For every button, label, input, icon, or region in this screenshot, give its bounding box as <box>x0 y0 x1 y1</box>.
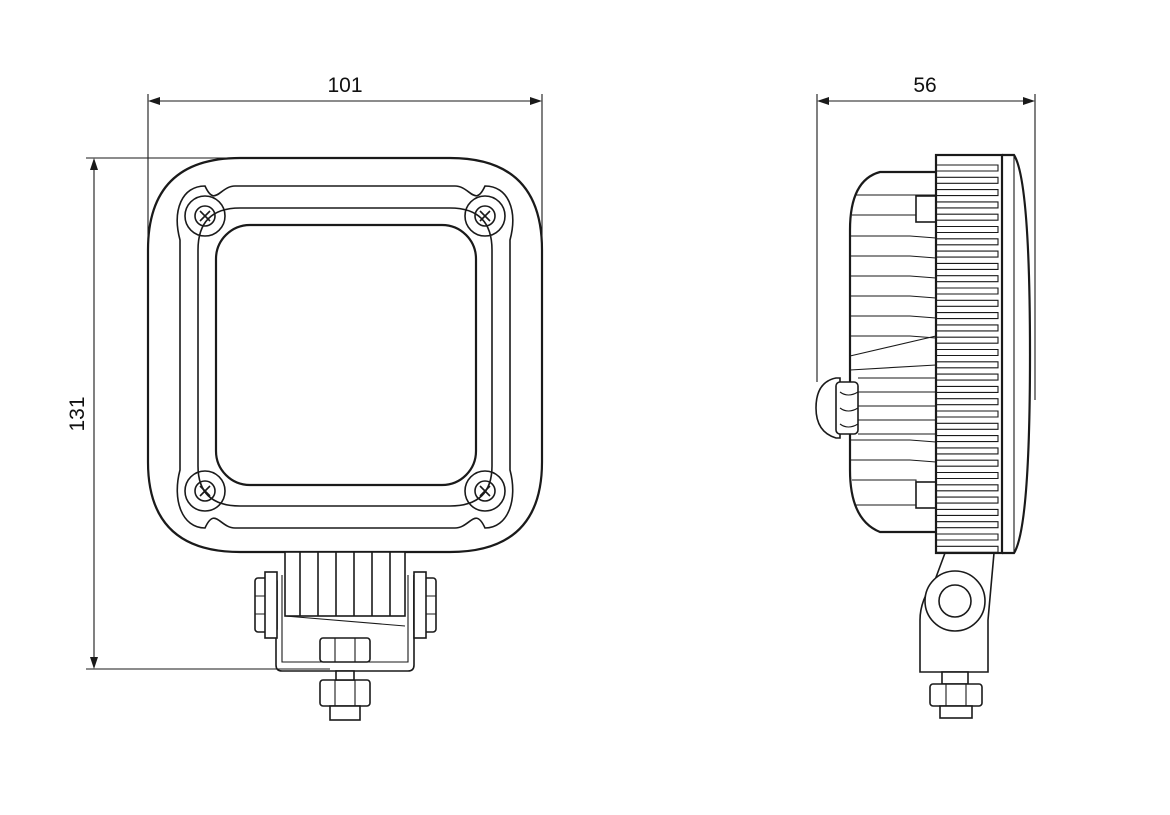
frame-bezel-inner <box>197 207 493 507</box>
mounting-bracket <box>254 551 437 721</box>
heatsink-fin <box>936 324 999 332</box>
heatsink-fin <box>936 533 999 541</box>
heatsink-fin <box>936 262 999 270</box>
depth-dimension-label: 56 <box>913 74 936 97</box>
width-dimension: 101 <box>147 74 543 265</box>
housing-outline <box>146 156 544 554</box>
heatsink-fin <box>936 521 999 529</box>
heatsink-fin <box>936 336 999 344</box>
heatsink-block <box>934 153 1004 555</box>
heatsink-fin <box>936 459 999 467</box>
heatsink-fin <box>936 422 999 430</box>
heatsink-fin <box>936 312 999 320</box>
heatsink-fin <box>936 385 999 393</box>
heatsink-fin <box>936 484 999 492</box>
heatsink-fin <box>936 213 999 221</box>
heatsink-fin <box>936 275 999 283</box>
heatsink-fin <box>936 225 999 234</box>
heatsink-fin <box>936 299 999 307</box>
frame-bezel-outer <box>176 185 514 529</box>
heatsink-fin <box>936 447 999 455</box>
heatsink-fin <box>936 398 999 406</box>
heatsink-fin <box>936 496 999 504</box>
heatsink-fin <box>936 176 999 184</box>
side-view: 56 <box>815 74 1036 719</box>
heatsink-fins <box>936 164 999 553</box>
side-mount-bracket <box>919 552 995 719</box>
heatsink-fin <box>936 545 999 553</box>
screw-top-right <box>464 195 506 237</box>
front-view: 101 131 <box>66 74 544 721</box>
heatsink-fin <box>936 435 999 443</box>
lens-rim <box>1002 153 1032 555</box>
screw-bottom-left <box>184 470 226 512</box>
heatsink-fin <box>936 373 999 381</box>
width-dimension-label: 101 <box>327 74 362 97</box>
heatsink-fin <box>936 238 999 246</box>
heatsink-fin <box>936 361 999 369</box>
rear-fins <box>849 194 937 509</box>
heatsink-fin <box>936 348 999 357</box>
heatsink-fin <box>936 508 999 516</box>
heatsink-fin <box>936 250 999 258</box>
heatsink-fin <box>936 189 999 197</box>
depth-dimension: 56 <box>816 74 1036 400</box>
screw-top-left <box>184 195 226 237</box>
height-dimension: 131 <box>66 157 340 670</box>
cable-gland <box>815 364 937 439</box>
rear-housing <box>848 170 936 534</box>
lens-window <box>214 223 478 487</box>
heatsink-fin <box>936 201 999 209</box>
heatsink-fin <box>936 471 999 480</box>
screw-bottom-right <box>464 470 506 512</box>
heatsink-fin <box>936 287 999 295</box>
height-dimension-label: 131 <box>66 396 89 431</box>
heatsink-fin <box>936 410 999 418</box>
heatsink-fin <box>936 164 999 172</box>
